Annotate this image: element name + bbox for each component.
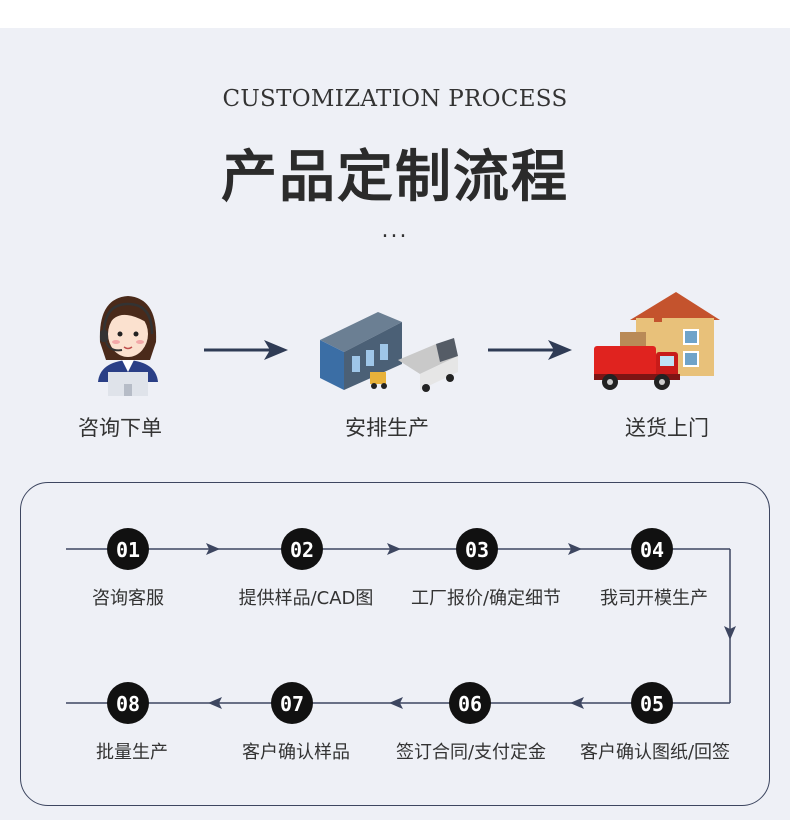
process-step-label: 签订合同/支付定金 [395,742,547,763]
process-box [20,482,770,806]
step-circle: 02 [281,528,323,570]
delivery-house-icon [594,292,720,390]
step-number: 04 [640,538,664,562]
step-circle: 01 [107,528,149,570]
top-step-label: 安排生产 [345,416,429,440]
step-circle: 05 [631,682,673,724]
step-circle: 04 [631,528,673,570]
top-step-label: 送货上门 [625,416,709,440]
arrow-left-icon [208,697,222,709]
process-step-label: 工厂报价/确定细节 [410,588,562,609]
top-step-label: 咨询下单 [78,416,162,440]
process-step-label: 客户确认样品 [242,742,350,763]
customer-service-icon [98,296,158,396]
step-number: 05 [640,692,664,716]
step-number: 08 [116,692,140,716]
process-step-label: 客户确认图纸/回签 [579,742,731,763]
step-number: 02 [290,538,314,562]
arrow-right-icon [204,340,288,360]
arrow-right-icon [488,340,572,360]
factory-icon [320,312,458,392]
arrow-right-icon [568,543,582,555]
arrow-right-icon [387,543,401,555]
arrow-right-icon [206,543,220,555]
process-step-label: 批量生产 [96,742,168,763]
process-step-label: 我司开模生产 [600,588,708,609]
process-step-label: 提供样品/CAD图 [238,588,374,609]
arrow-left-icon [570,697,584,709]
divider-dots: ... [381,218,409,243]
step-number: 07 [280,692,304,716]
step-number: 06 [458,692,482,716]
step-number: 03 [465,538,489,562]
process-step-label: 咨询客服 [92,588,164,609]
arrow-left-icon [389,697,403,709]
step-circle: 03 [456,528,498,570]
step-number: 01 [116,538,140,562]
step-circle: 07 [271,682,313,724]
page-subtitle: CUSTOMIZATION PROCESS [222,86,568,112]
step-circle: 08 [107,682,149,724]
page-title: 产品定制流程 [221,145,569,210]
step-circle: 06 [449,682,491,724]
arrow-down-icon [724,626,736,640]
